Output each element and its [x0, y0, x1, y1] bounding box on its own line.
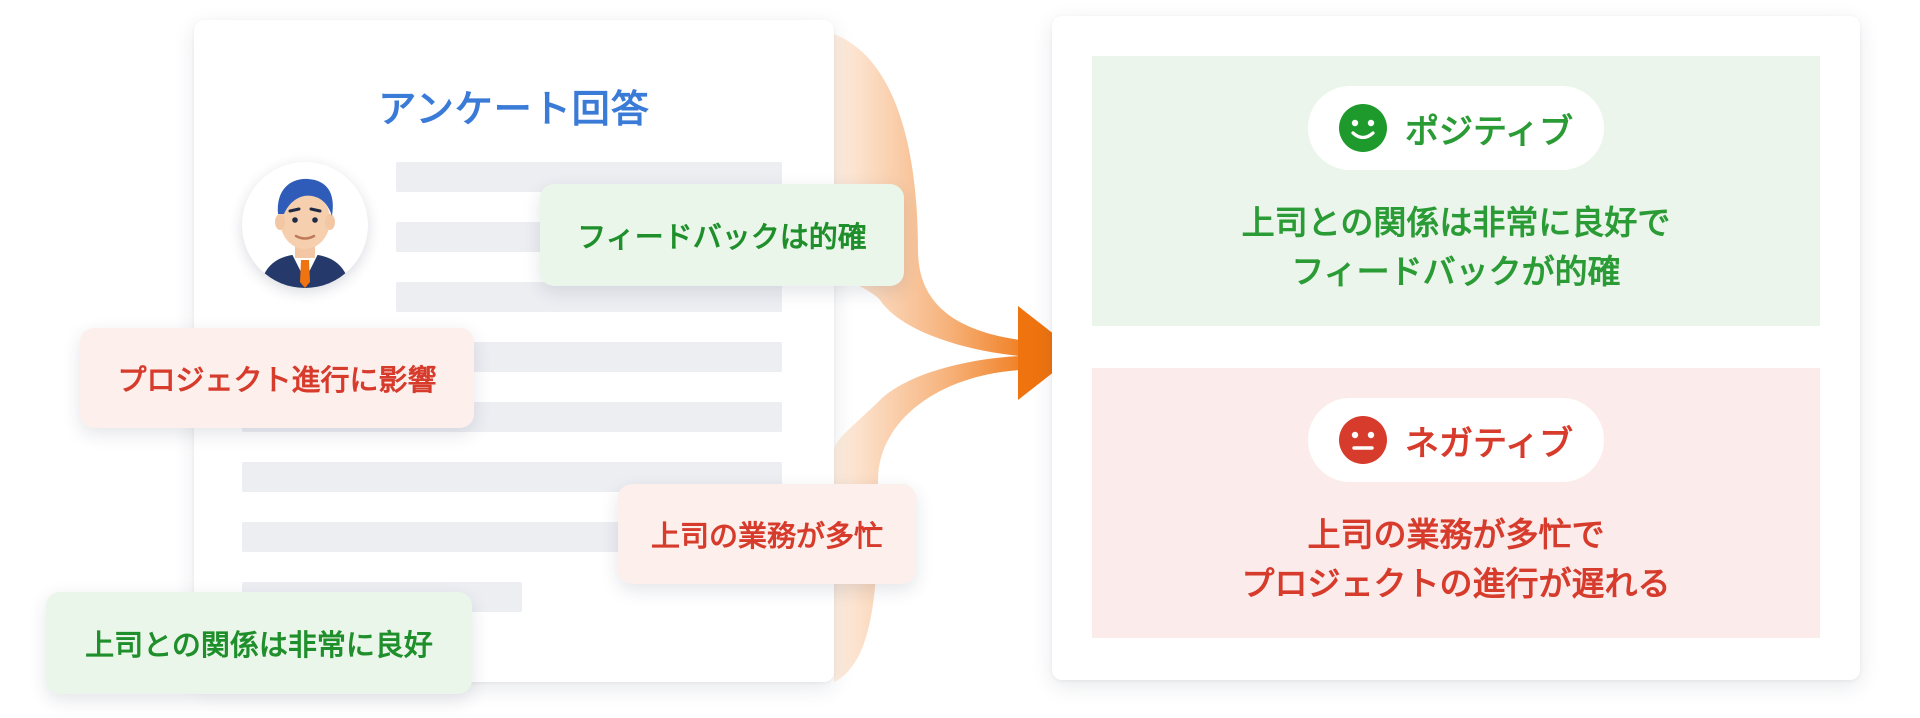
sentiment-result-card: ポジティブ 上司との関係は非常に良好で フィードバックが的確 ネガティブ 上司の…: [1052, 16, 1860, 680]
smile-face-icon: [1339, 104, 1388, 152]
negative-summary-line1: 上司の業務が多忙で: [1307, 515, 1605, 554]
document-title: アンケート回答: [378, 87, 650, 131]
positive-badge: ポジティブ: [1308, 86, 1604, 170]
negative-summary-line2: プロジェクトの進行が遅れる: [1241, 564, 1671, 603]
neutral-face-icon: [1339, 416, 1388, 464]
flow-band-bottom: [834, 356, 1020, 682]
negative-summary: 上司の業務が多忙で プロジェクトの進行が遅れる: [1092, 510, 1820, 608]
arrow-head-icon: [1018, 306, 1078, 400]
tag-feedback: フィードバックは的確: [540, 184, 904, 286]
positive-summary-line1: 上司との関係は非常に良好で: [1241, 203, 1671, 242]
tag-good-relationship: 上司との関係は非常に良好: [46, 592, 472, 694]
negative-label: ネガティブ: [1405, 423, 1573, 464]
positive-label: ポジティブ: [1405, 111, 1573, 152]
positive-panel: ポジティブ 上司との関係は非常に良好で フィードバックが的確: [1092, 56, 1820, 326]
positive-summary: 上司との関係は非常に良好で フィードバックが的確: [1092, 198, 1820, 296]
text-line-placeholder: [396, 282, 782, 312]
negative-badge: ネガティブ: [1308, 398, 1604, 482]
survey-document: アンケート回答: [194, 20, 834, 682]
tag-boss-busy: 上司の業務が多忙: [618, 484, 916, 584]
respondent-avatar: [242, 162, 368, 288]
tag-project-impact: プロジェクト進行に影響: [80, 328, 474, 428]
negative-panel: ネガティブ 上司の業務が多忙で プロジェクトの進行が遅れる: [1092, 368, 1820, 638]
positive-summary-line2: フィードバックが的確: [1291, 252, 1621, 291]
